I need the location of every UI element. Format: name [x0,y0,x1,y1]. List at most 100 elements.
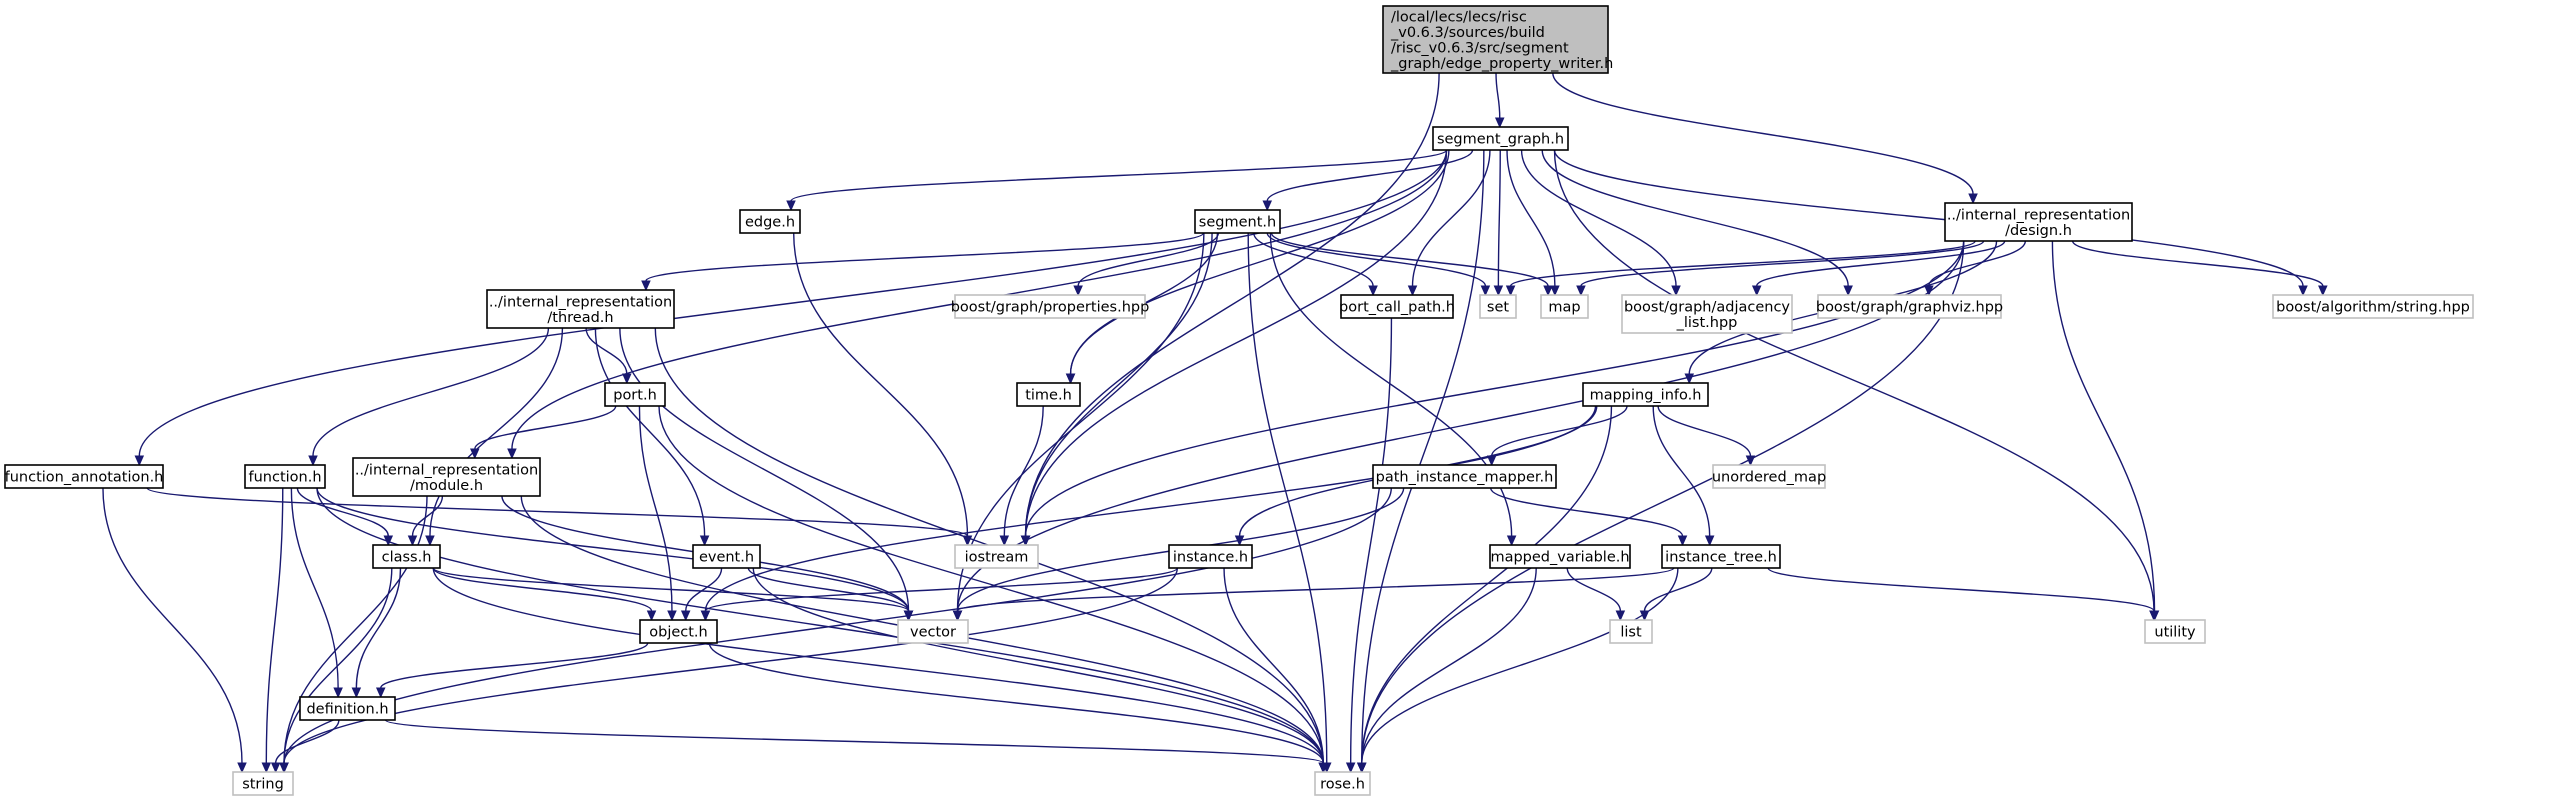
edge-port-call-path-to-rose [1345,317,1393,774]
node-module[interactable]: ../internal_representation/module.h [352,457,541,497]
node-port-call-path[interactable]: port_call_path.h [1339,294,1455,319]
node-box [1432,126,1569,151]
node-label-line: port_call_path.h [1339,300,1455,316]
node-label-line: mapped_variable.h [1490,550,1629,566]
node-box [604,382,666,407]
node-label-line: set [1487,300,1509,316]
node-label-line: /thread.h [547,310,613,326]
node-thread[interactable]: ../internal_representation/thread.h [486,289,675,329]
node-box [739,209,801,234]
node-instance-tree[interactable]: instance_tree.h [1661,544,1781,569]
node-label-line: port.h [613,388,657,404]
node-boost-viz: boost/graph/graphviz.hpp [1816,294,2003,319]
edge-edge-to-iostream [792,232,973,547]
edge-segment-to-thread [641,232,1205,292]
edge-thread-to-port [585,327,632,385]
edge-thread-to-event [594,327,710,547]
node-box [639,619,718,644]
node-segment[interactable]: segment.h [1194,209,1281,234]
edge-instance-tree-to-list [1639,567,1713,622]
node-label-line: _graph/edge_property_writer.h [1390,56,1613,72]
node-box [244,464,326,489]
nodes-layer: /local/lecs/lecs/risc_v0.6.3/sources/bui… [4,5,2474,796]
node-function[interactable]: function.h [244,464,326,489]
edge-time-to-iostream [999,405,1044,547]
node-label-line: time.h [1025,388,1072,404]
node-box [1489,544,1631,569]
node-boost-str: boost/algorithm/string.hpp [2272,294,2474,319]
node-edge[interactable]: edge.h [739,209,801,234]
node-box [1372,464,1557,489]
node-box [1621,294,1793,334]
edge-event-to-vector [747,567,914,622]
node-label-line: mapping_info.h [1590,388,1702,404]
edge-object-to-definition [375,642,649,699]
node-label-line: unordered_map [1712,470,1826,486]
edge-segment-graph-to-boost-adj [1520,149,1681,297]
node-label-line: ../internal_representation [355,462,538,478]
node-path-instance-mapper[interactable]: path_instance_mapper.h [1372,464,1557,489]
edge-mapped-variable-to-rose [1356,567,1537,774]
node-instance[interactable]: instance.h [1168,544,1253,569]
node-label-line: vector [910,625,956,641]
node-box [352,457,541,497]
node-box [372,544,441,569]
node-label-line: _v0.6.3/sources/build [1390,25,1545,41]
node-class[interactable]: class.h [372,544,441,569]
node-box [1168,544,1253,569]
edge-instance-to-string [279,567,1178,774]
node-event[interactable]: event.h [692,544,761,569]
edge-thread-to-class [425,327,564,547]
node-box [1314,771,1371,796]
edge-class-to-definition [351,567,402,699]
node-time[interactable]: time.h [1016,382,1081,407]
node-box [692,544,761,569]
edge-module-to-string [279,495,428,774]
edge-instance-tree-to-utility [1767,567,2159,622]
node-boost-props: boost/graph/properties.hpp [951,294,1149,319]
node-box [1609,619,1653,644]
node-box [1194,209,1281,234]
edge-class-to-object [432,567,657,622]
node-box [1944,202,2133,242]
node-root[interactable]: /local/lecs/lecs/risc_v0.6.3/sources/bui… [1382,5,1613,74]
node-function-annotation[interactable]: function_annotation.h [4,464,164,489]
node-iostream: iostream [954,544,1039,569]
node-mapping-info[interactable]: mapping_info.h [1582,382,1709,407]
node-box [232,771,294,796]
node-vector: vector [897,619,969,644]
node-segment-graph[interactable]: segment_graph.h [1432,126,1569,151]
edge-segment-to-boost-props [1073,232,1220,297]
node-label-line: /module.h [410,478,483,494]
node-label-line: function.h [248,470,321,486]
node-label-line: object.h [649,625,707,641]
edge-port-to-object [638,405,677,622]
node-box [954,294,1146,319]
node-object[interactable]: object.h [639,619,718,644]
node-box [1382,5,1609,74]
node-label-line: path_instance_mapper.h [1376,470,1554,486]
node-mapped-variable[interactable]: mapped_variable.h [1489,544,1631,569]
edge-design-to-boost-viz [1924,240,2027,297]
edge-segment-graph-to-boost-viz [1541,149,1853,297]
node-box [299,696,396,721]
edge-function-annotation-to-string [102,487,247,774]
edge-thread-to-function [308,327,550,467]
edge-path-instance-mapper-to-string [279,487,1392,774]
node-label-line: segment_graph.h [1437,132,1564,148]
node-box [1540,294,1589,319]
edge-segment-graph-to-edge [786,149,1448,212]
edge-event-to-object [680,567,723,622]
edge-root-to-segment-graph [1494,72,1505,129]
node-unordered-map: unordered_map [1712,464,1826,489]
node-port[interactable]: port.h [604,382,666,407]
edge-mapping-info-to-unordered-map [1657,405,1756,467]
node-definition[interactable]: definition.h [299,696,396,721]
node-box [1340,294,1454,319]
node-box [2272,294,2474,319]
node-label-line: instance.h [1173,550,1248,566]
edge-design-to-set [1505,240,1976,297]
node-rose: rose.h [1314,771,1371,796]
node-design[interactable]: ../internal_representation/design.h [1944,202,2133,242]
